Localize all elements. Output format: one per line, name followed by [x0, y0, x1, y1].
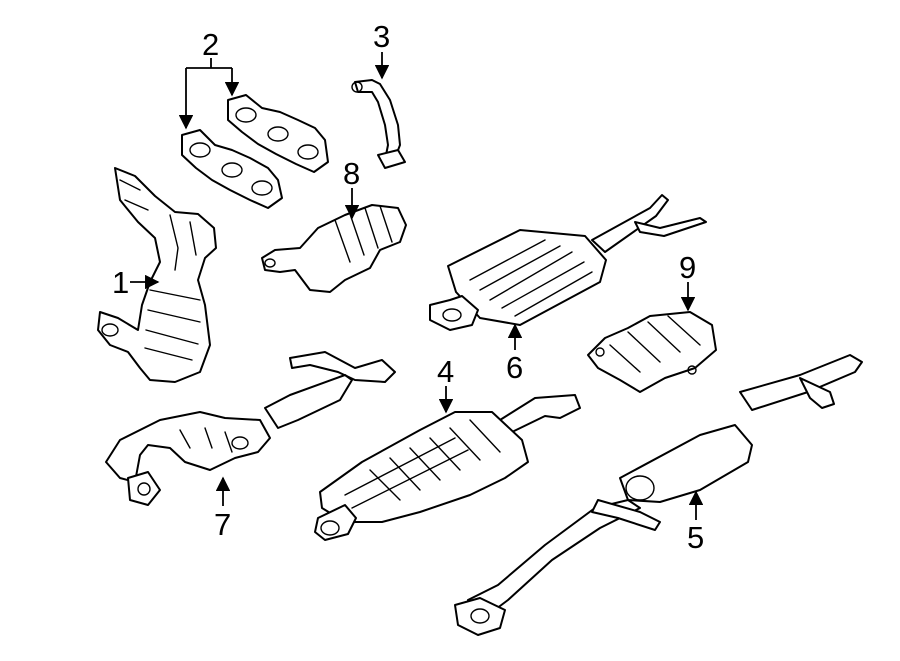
part-2-manifold-gaskets[interactable]: [181, 94, 329, 209]
leader-lines: [130, 52, 704, 520]
part-4-muffler[interactable]: [314, 394, 581, 541]
callout-2: 2: [202, 27, 219, 62]
callout-7: 7: [214, 507, 231, 542]
part-9-muffler-heat-shield[interactable]: [587, 311, 717, 393]
callout-3: 3: [373, 19, 390, 54]
part-3-egr-tube[interactable]: [351, 79, 406, 169]
callout-4: 4: [437, 354, 454, 389]
callout-1: 1: [112, 265, 129, 300]
part-8-heat-shield[interactable]: [261, 204, 407, 293]
callout-6: 6: [506, 350, 523, 385]
part-5-tailpipe-assembly[interactable]: [454, 354, 863, 636]
callout-5: 5: [687, 520, 704, 555]
part-7-y-pipe[interactable]: [105, 351, 396, 506]
part-6-resonator[interactable]: [429, 194, 707, 331]
callout-9: 9: [679, 250, 696, 285]
callout-8: 8: [343, 156, 360, 191]
